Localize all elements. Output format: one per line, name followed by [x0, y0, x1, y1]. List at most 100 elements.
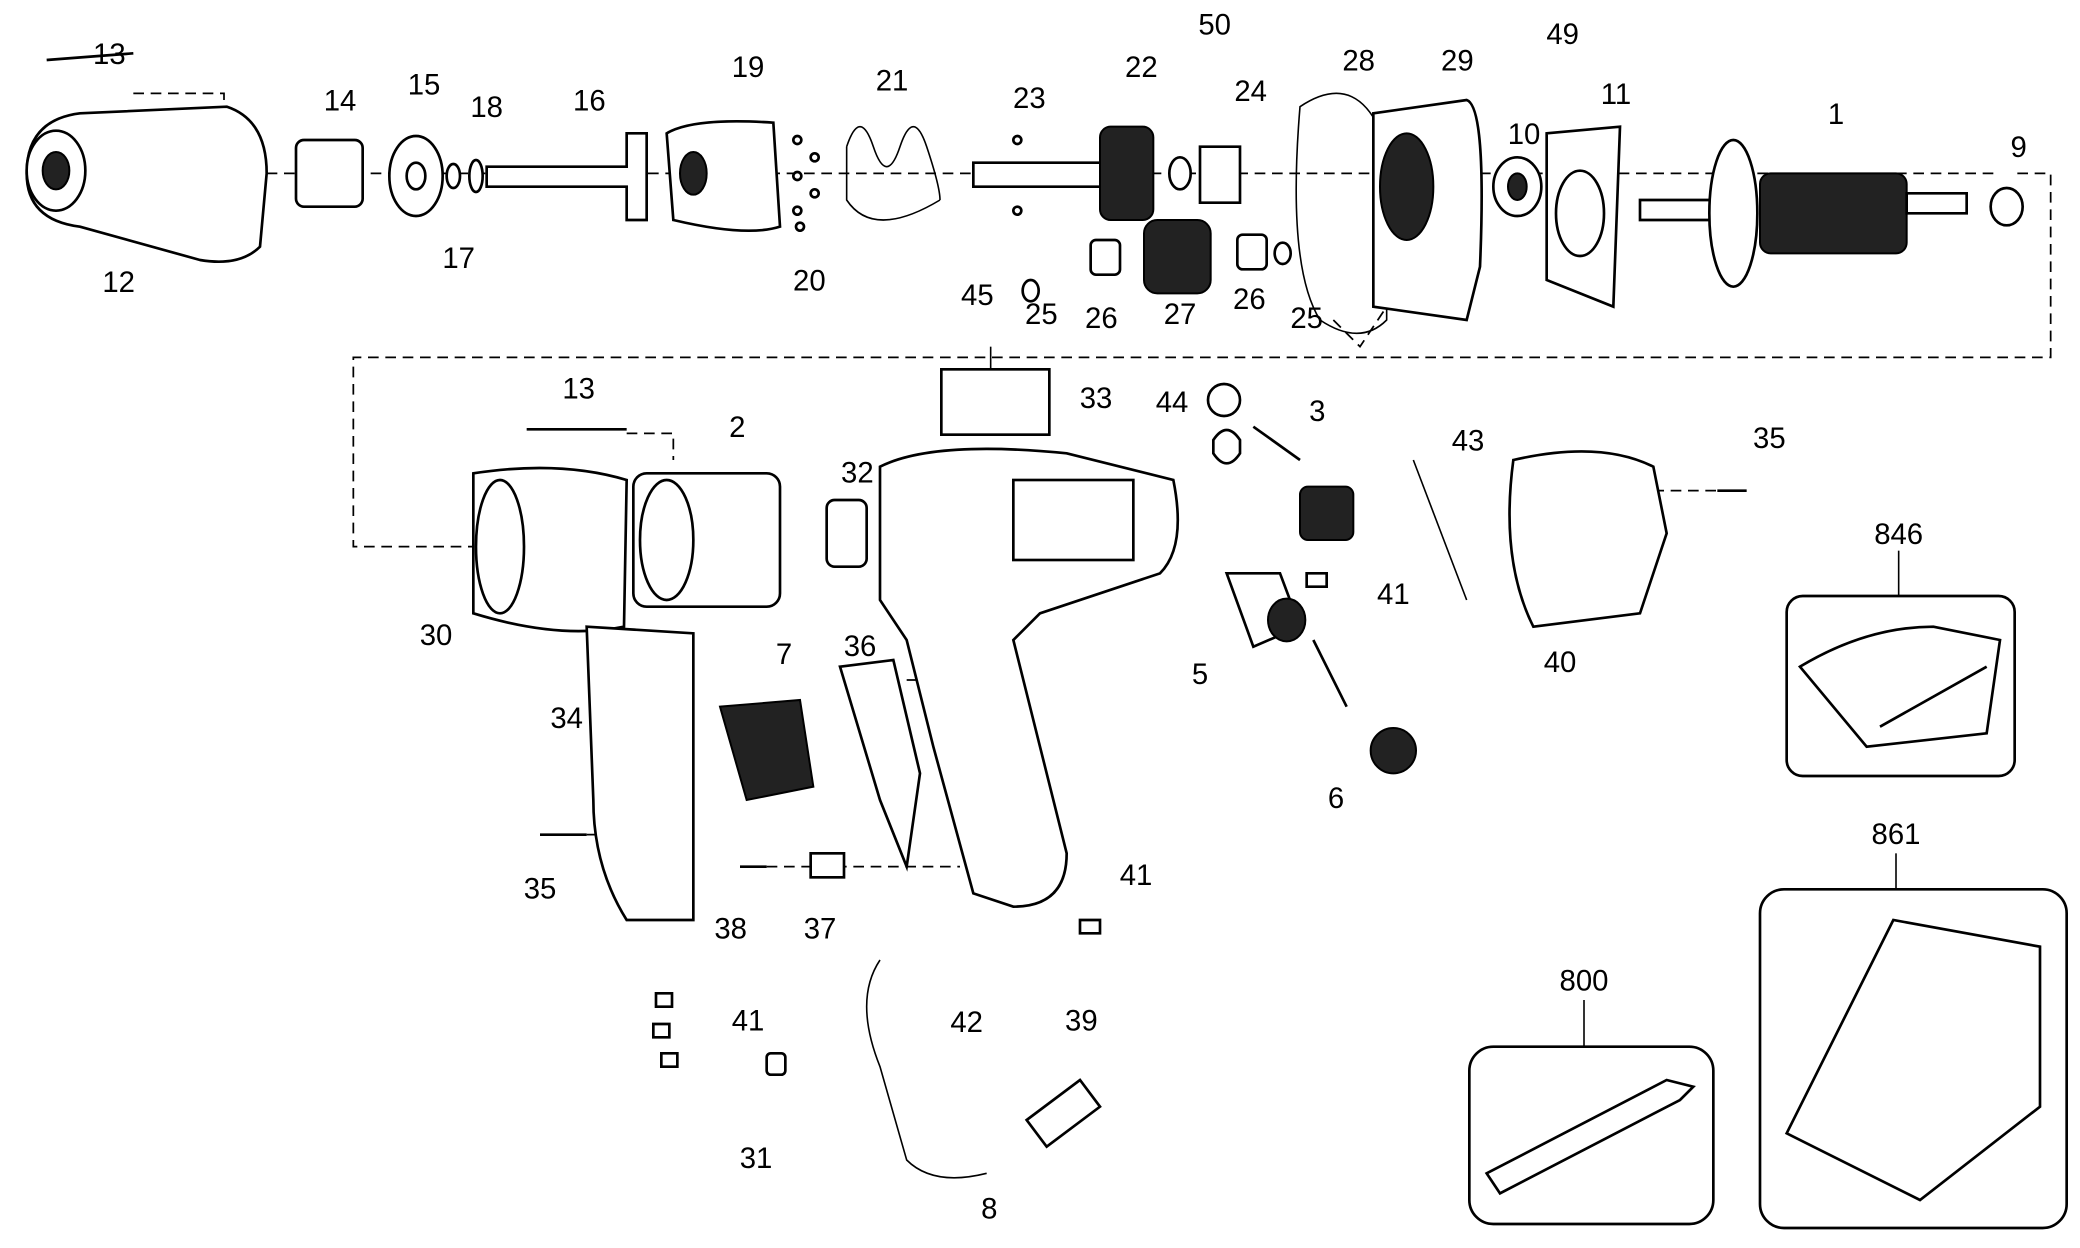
- part-label-21: 21: [876, 64, 909, 97]
- part-50-washer: [1168, 155, 1192, 191]
- part-label-1: 1: [1828, 98, 1844, 131]
- brush-holder: [1298, 485, 1355, 541]
- part-14-bushing: [294, 138, 364, 208]
- part-23-ball: [1011, 134, 1023, 146]
- part-label-28: 28: [1342, 44, 1375, 77]
- part-12-gear-case: [25, 105, 269, 263]
- part-label-41: 41: [1120, 859, 1153, 892]
- part-label-29: 29: [1441, 44, 1474, 77]
- part-label-846: 846: [1874, 518, 1923, 551]
- part-label-50: 50: [1198, 8, 1231, 41]
- part-32-bearing: [825, 498, 868, 568]
- part-label-13: 13: [93, 38, 126, 71]
- part-41-terminal: [1078, 918, 1102, 935]
- kit-boxes: [1468, 550, 2068, 1230]
- part-label-40: 40: [1544, 646, 1577, 679]
- part-3-brush: [1252, 425, 1301, 462]
- part-label-8: 8: [981, 1192, 997, 1225]
- part-1-armature-shaft: [1638, 198, 1722, 222]
- part-26-bearing-b: [1236, 233, 1268, 271]
- part-label-18: 18: [470, 91, 503, 124]
- part-42-cord: [865, 959, 987, 1179]
- part-label-43: 43: [1452, 424, 1485, 457]
- part-label-41: 41: [732, 1004, 765, 1037]
- part-label-11: 11: [1601, 78, 1631, 111]
- part-label-39: 39: [1065, 1004, 1098, 1037]
- part-24-bearing: [1198, 145, 1242, 204]
- part-label-2: 2: [729, 411, 745, 444]
- part-21-spring: [845, 126, 941, 221]
- part-label-9: 9: [2011, 131, 2027, 164]
- part-label-10: 10: [1508, 118, 1541, 151]
- part-label-38: 38: [714, 912, 747, 945]
- part-label-26: 26: [1085, 302, 1118, 335]
- part-39-plug: [1024, 1078, 1102, 1149]
- part-43-wire: [1412, 459, 1468, 601]
- part-label-7: 7: [776, 638, 792, 671]
- part-25-washer: [1021, 278, 1040, 303]
- part-label-36: 36: [844, 630, 877, 663]
- part-18-ring: [468, 158, 484, 194]
- part-label-32: 32: [841, 456, 874, 489]
- part-31-connector: [765, 1052, 787, 1076]
- part-label-13: 13: [562, 372, 595, 405]
- part-label-20: 20: [793, 264, 826, 297]
- part-label-31: 31: [740, 1142, 773, 1175]
- part-6-spring: [1312, 639, 1348, 708]
- part-label-35: 35: [1753, 422, 1786, 455]
- part-label-15: 15: [408, 68, 441, 101]
- part-label-861: 861: [1872, 818, 1921, 851]
- part-label-3: 3: [1309, 395, 1325, 428]
- part-label-26: 26: [1233, 283, 1266, 316]
- part-label-41: 41: [1377, 578, 1410, 611]
- part-1-armature: [1759, 172, 1908, 255]
- part-label-27: 27: [1164, 298, 1197, 331]
- part-label-44: 44: [1156, 386, 1189, 419]
- part-33-housing: [878, 447, 1180, 909]
- housing-assembly: [472, 346, 1747, 1179]
- part-9-bearing: [1989, 186, 2024, 227]
- part-19-hammer: [665, 120, 782, 233]
- part-27-gear: [1143, 218, 1212, 295]
- housing-window: [1011, 478, 1135, 562]
- part-label-12: 12: [102, 266, 135, 299]
- part-34-handle: [585, 625, 695, 922]
- part-25-washer-b: [1273, 241, 1292, 266]
- part-28-gasket: [1295, 92, 1388, 334]
- part-label-33: 33: [1080, 382, 1113, 415]
- part-label-23: 23: [1013, 82, 1046, 115]
- part-16-anvil: [485, 132, 648, 222]
- part-7-switch: [718, 698, 815, 802]
- part-20-balls: [791, 134, 820, 232]
- part-17-ring: [445, 162, 462, 190]
- part-label-25: 25: [1290, 302, 1323, 335]
- part-label-49: 49: [1546, 18, 1579, 51]
- part-6-cap: [1369, 727, 1417, 775]
- part-label-17: 17: [442, 242, 475, 275]
- gear-case-assembly: [25, 52, 2024, 334]
- part-40-end-cap: [1508, 450, 1669, 629]
- part-label-30: 30: [420, 619, 453, 652]
- part-label-37: 37: [804, 912, 837, 945]
- part-label-42: 42: [950, 1006, 983, 1039]
- part-13-screw: [46, 52, 134, 62]
- part-label-22: 22: [1125, 51, 1158, 84]
- part-label-14: 14: [324, 84, 357, 117]
- part-label-24: 24: [1234, 75, 1267, 108]
- part-label-19: 19: [732, 51, 765, 84]
- part-36-switch-bracket: [838, 658, 922, 872]
- part-label-5: 5: [1192, 658, 1208, 691]
- part-37-clamp: [809, 851, 846, 879]
- part-41-terminals: [652, 992, 679, 1068]
- part-label-45: 45: [961, 279, 994, 312]
- part-26-bearing: [1089, 238, 1122, 276]
- part-label-35: 35: [524, 872, 557, 905]
- part-label-34: 34: [550, 702, 583, 735]
- part-label-16: 16: [573, 84, 606, 117]
- part-45-nameplate: [939, 368, 1051, 436]
- part-44-terminal: [1212, 428, 1242, 465]
- part-label-800: 800: [1560, 964, 1609, 997]
- part-label-6: 6: [1328, 782, 1344, 815]
